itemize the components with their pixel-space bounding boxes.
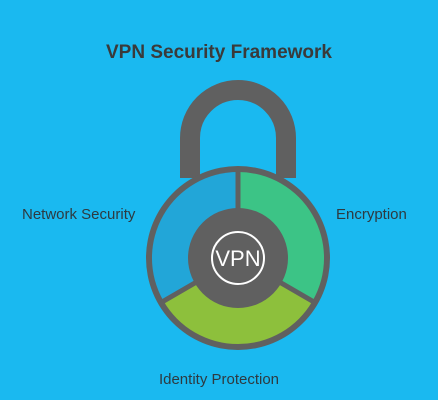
label-encryption: Encryption [336,206,407,223]
center-hub-ring [211,231,265,285]
center-hub-outer [188,208,288,308]
diagram-title: VPN Security Framework [106,42,332,63]
lock-shackle [180,80,296,178]
center-label: VPN [215,246,260,271]
label-network-security: Network Security [22,206,136,223]
label-identity-protection: Identity Protection [158,371,280,388]
